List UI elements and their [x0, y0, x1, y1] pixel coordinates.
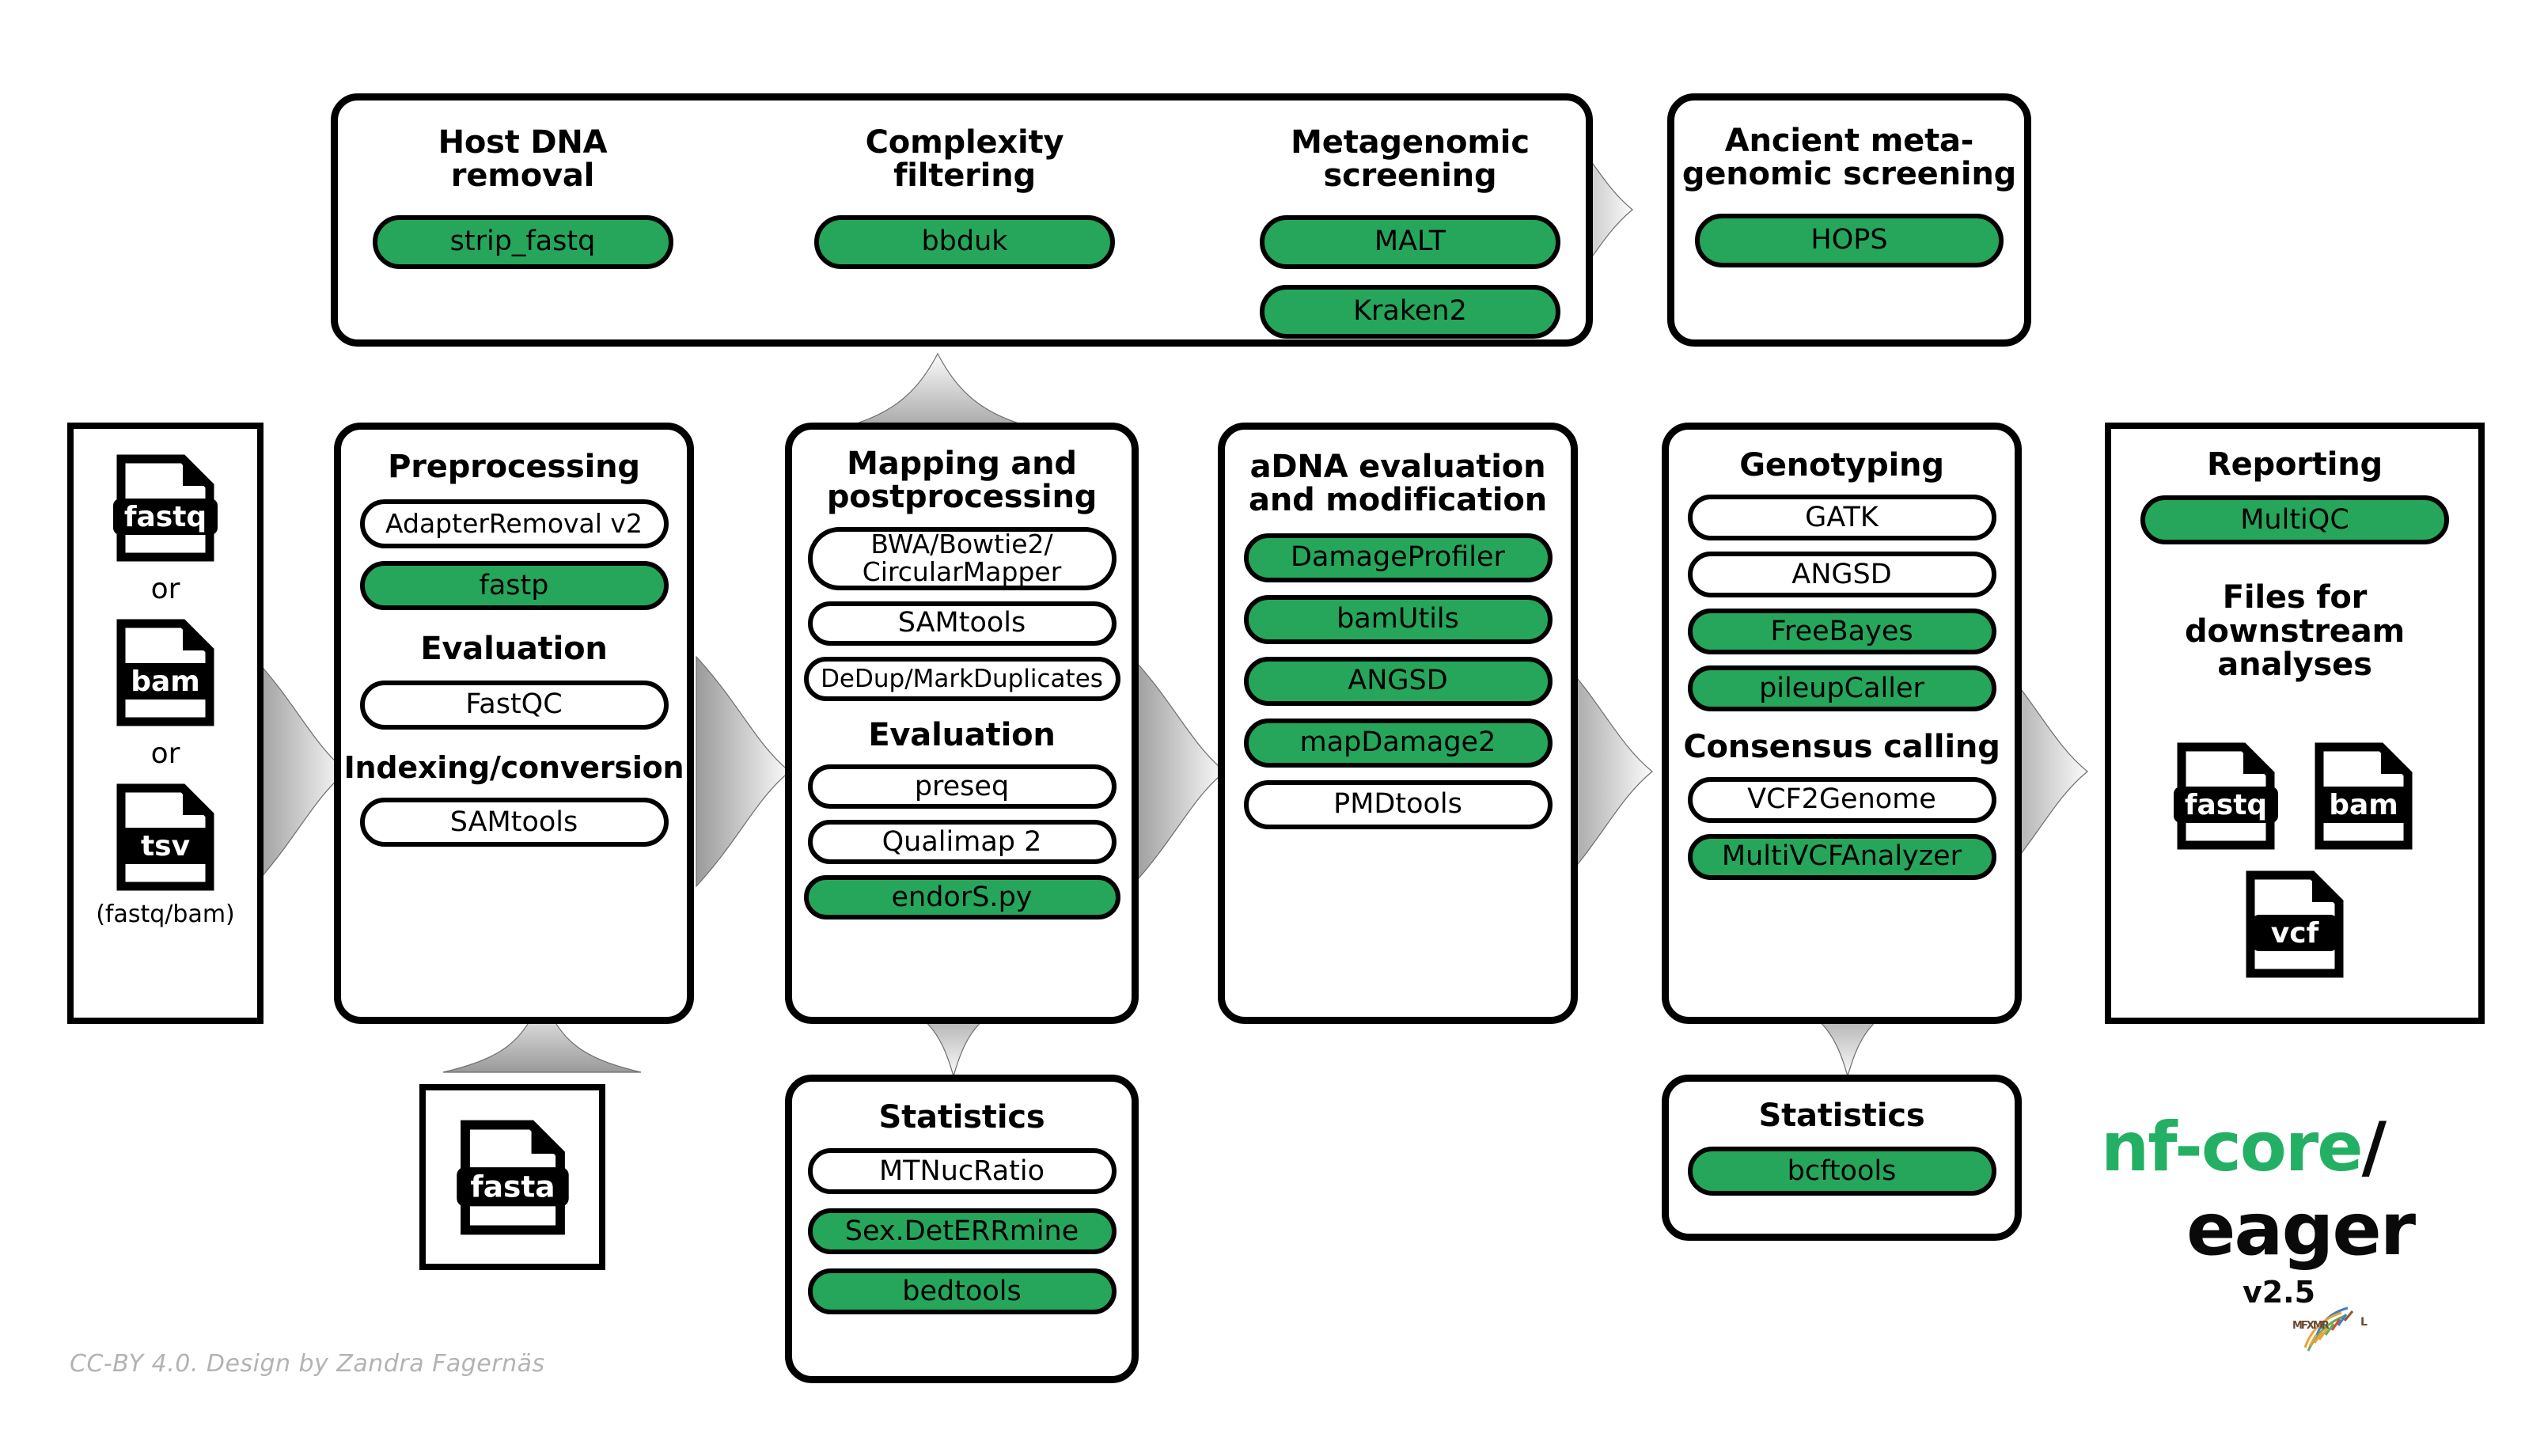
tool-pill-angsd-adna[interactable]: ANGSD	[1243, 656, 1553, 706]
svg-text:fastq: fastq	[2185, 789, 2267, 821]
ancient-metagenomic-panel: Ancient meta- genomic screening HOPS	[1667, 93, 2031, 347]
tool-pill-bamutils[interactable]: bamUtils	[1243, 594, 1553, 644]
input-files-panel: fastq or bam or tsv (fastq/bam)	[67, 423, 263, 1024]
adna-title: aDNA evaluation and modification	[1249, 449, 1547, 519]
section-title: Metagenomic screening	[1291, 124, 1530, 195]
file-icon-bam-output: bam	[2308, 741, 2419, 851]
tool-pill-gatk[interactable]: GATK	[1687, 495, 1996, 541]
tool-pill-endors-py[interactable]: endorS.py	[803, 875, 1120, 920]
tool-pill-preseq[interactable]: preseq	[807, 764, 1117, 810]
section-title: Host DNA removal	[438, 124, 608, 195]
file-icon-fastq: fastq	[110, 453, 221, 563]
logo-line-eager: MFXMR L eager	[2101, 1187, 2489, 1352]
arrow-mapping-to-adna	[1131, 655, 1227, 888]
statistics-left-panel: Statistics MTNucRatio Sex.DetERRmine bed…	[785, 1075, 1139, 1383]
tool-pill-fastp[interactable]: fastp	[359, 561, 669, 611]
file-icon-fastq-output: fastq	[2171, 741, 2281, 851]
preprocessing-panel: Preprocessing AdapterRemoval v2 fastp Ev…	[334, 423, 694, 1024]
logo-slash: /	[2361, 1108, 2387, 1187]
file-icon-bam: bam	[110, 617, 221, 728]
tool-pill-mtnucratio[interactable]: MTNucRatio	[807, 1148, 1117, 1195]
mapping-subsection-evaluation-title: Evaluation	[868, 716, 1056, 753]
tool-pill-multivcfanalyzer[interactable]: MultiVCFAnalyzer	[1687, 833, 1996, 880]
preprocessing-subsection-indexing-title: Indexing/conversion	[343, 749, 684, 785]
tool-pill-pileupcaller[interactable]: pileupCaller	[1687, 665, 1996, 712]
svg-text:MFXMR: MFXMR	[2292, 1320, 2330, 1332]
tool-pill-pmdtools[interactable]: PMDtools	[1243, 779, 1553, 829]
downstream-files-title: Files for downstream analyses	[2184, 579, 2405, 684]
tool-pill-dedup-markduplicates[interactable]: DeDup/MarkDuplicates	[803, 656, 1120, 701]
genotyping-panel: Genotyping GATK ANGSD FreeBayes pileupCa…	[1662, 423, 2022, 1024]
tool-pill-bedtools[interactable]: bedtools	[807, 1268, 1117, 1315]
reporting-title: Reporting	[2207, 446, 2383, 483]
tool-pill-multiqc[interactable]: MultiQC	[2140, 495, 2449, 545]
reference-fasta-panel: fasta	[419, 1084, 605, 1270]
tool-pill-kraken2[interactable]: Kraken2	[1260, 284, 1560, 339]
statistics-left-title: Statistics	[878, 1099, 1045, 1136]
adna-panel: aDNA evaluation and modification DamageP…	[1218, 423, 1578, 1024]
tool-pill-mapdamage2[interactable]: mapDamage2	[1243, 718, 1553, 768]
top-section-complexity: Complexity filtering bbduk	[806, 126, 1123, 269]
svg-text:bam: bam	[131, 665, 200, 698]
tool-pill-adapterremoval[interactable]: AdapterRemoval v2	[359, 499, 669, 549]
top-section-host-dna: Host DNA removal strip_fastq	[358, 126, 687, 269]
logo-org-text: nf-core	[2101, 1108, 2364, 1187]
tool-pill-bcftools[interactable]: bcftools	[1687, 1147, 1996, 1196]
tool-pill-samtools-preprocessing[interactable]: SAMtools	[359, 798, 669, 847]
diagram-canvas: Host DNA removal strip_fastq Complexity …	[67, 93, 2489, 1383]
preprocessing-title: Preprocessing	[388, 449, 640, 485]
input-separator-1: or	[150, 573, 180, 605]
input-separator-2: or	[150, 737, 180, 770]
nf-core-eager-logo: nf-core/	[2101, 1108, 2489, 1352]
svg-text:vcf: vcf	[2271, 917, 2319, 950]
dna-helix-icon: MFXMR L	[2101, 1202, 2369, 1352]
statistics-right-panel: Statistics bcftools	[1662, 1075, 2022, 1241]
section-title: Complexity filtering	[865, 124, 1064, 195]
input-note: (fastq/bam)	[96, 901, 235, 928]
logo-version: v2.5	[2242, 1275, 2316, 1310]
statistics-right-title: Statistics	[1758, 1098, 1925, 1134]
preprocessing-subsection-evaluation-title: Evaluation	[420, 631, 608, 668]
credit-text: CC-BY 4.0. Design by Zandra Fagernäs	[70, 1350, 545, 1378]
arrow-preprocessing-to-mapping	[696, 655, 791, 888]
tool-pill-qualimap2[interactable]: Qualimap 2	[807, 820, 1117, 865]
downstream-file-icons: fastq bam	[2111, 741, 2478, 980]
ancient-metagenomic-title: Ancient meta- genomic screening	[1681, 123, 2017, 193]
reporting-panel: Reporting MultiQC Files for downstream a…	[2105, 423, 2485, 1024]
file-icon-tsv: tsv	[110, 782, 221, 893]
top-section-metagenomic: Metagenomic screening MALT Kraken2	[1252, 126, 1568, 339]
svg-text:bam: bam	[2329, 789, 2398, 821]
logo-line-nf-core: nf-core/	[2101, 1108, 2489, 1187]
tool-pill-malt[interactable]: MALT	[1260, 214, 1560, 269]
tool-pill-strip-fastq[interactable]: strip_fastq	[372, 214, 673, 269]
tool-pill-freebayes[interactable]: FreeBayes	[1687, 609, 1996, 655]
svg-text:L: L	[2360, 1316, 2368, 1329]
tool-pill-sex-deterrmine[interactable]: Sex.DetERRmine	[807, 1208, 1117, 1255]
tool-pill-bbduk[interactable]: bbduk	[814, 214, 1115, 269]
svg-text:fasta: fasta	[470, 1169, 555, 1204]
file-icon-vcf-output: vcf	[2239, 869, 2350, 980]
svg-text:fastq: fastq	[124, 501, 207, 533]
file-icon-fasta: fasta	[453, 1118, 572, 1237]
mapping-title: Mapping and postprocessing	[826, 446, 1098, 516]
tool-pill-hops[interactable]: HOPS	[1695, 213, 2004, 267]
tool-pill-angsd-genotyping[interactable]: ANGSD	[1687, 552, 1996, 598]
genotyping-subsection-consensus-title: Consensus calling	[1683, 729, 2000, 766]
logo-name-text: eager	[2186, 1187, 2416, 1272]
tool-pill-bwa-bowtie2-circularmapper[interactable]: BWA/Bowtie2/ CircularMapper	[807, 526, 1117, 590]
arrow-adna-to-genotyping	[1558, 655, 1654, 888]
mapping-panel: Mapping and postprocessing BWA/Bowtie2/ …	[785, 423, 1139, 1024]
tool-pill-damageprofiler[interactable]: DamageProfiler	[1243, 533, 1553, 582]
tool-pill-samtools-mapping[interactable]: SAMtools	[807, 601, 1117, 646]
tool-pill-vcf2genome[interactable]: VCF2Genome	[1687, 776, 1996, 823]
top-screening-panel: Host DNA removal strip_fastq Complexity …	[331, 93, 1593, 347]
svg-text:tsv: tsv	[141, 830, 190, 863]
tool-pill-fastqc[interactable]: FastQC	[359, 680, 669, 730]
genotyping-title: Genotyping	[1739, 447, 1944, 483]
apple-core-icon	[2394, 1117, 2445, 1178]
